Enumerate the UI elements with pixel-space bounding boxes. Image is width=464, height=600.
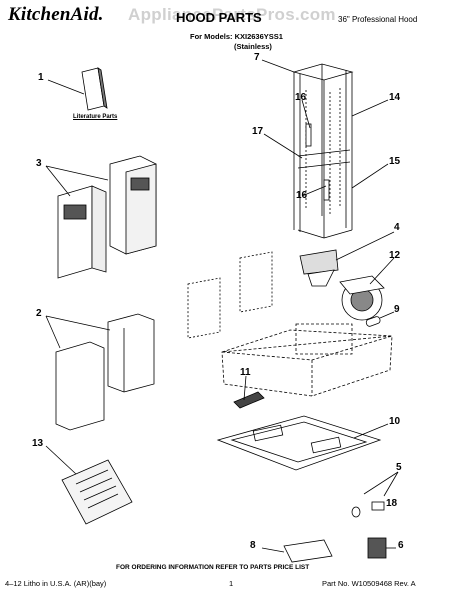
- callout-8: 8: [250, 540, 256, 551]
- hood-type: 36" Professional Hood: [338, 15, 418, 24]
- models-line2: (Stainless): [234, 42, 272, 51]
- callout-3: 3: [36, 158, 42, 169]
- part-grease-filter: [61, 459, 133, 525]
- callout-16-top: 16: [295, 92, 307, 103]
- part-charcoal-filter: [283, 539, 333, 563]
- callout-7: 7: [254, 52, 260, 63]
- page-title: HOOD PARTS: [176, 10, 262, 25]
- callout-13: 13: [32, 438, 44, 449]
- callout-14: 14: [389, 92, 401, 103]
- models-line1: For Models: KXI2636YSS1: [190, 32, 283, 41]
- part-light-socket: [351, 501, 385, 518]
- watermark: AppliancePartsPros.com: [128, 5, 336, 24]
- ordering-note: FOR ORDERING INFORMATION REFER TO PARTS …: [116, 564, 310, 571]
- part-hood-canopy: [221, 323, 393, 397]
- callout-12: 12: [389, 250, 401, 261]
- literature-parts-label: Literature Parts: [73, 114, 118, 120]
- callout-5: 5: [396, 462, 402, 473]
- page-number: 1: [229, 579, 234, 588]
- part-blower-motor: [339, 275, 385, 321]
- callout-4: 4: [394, 222, 400, 233]
- part-upper-duct-cover: [57, 155, 157, 279]
- part-number: Part No. W10509468 Rev. A: [322, 579, 416, 588]
- leader-lines: [45, 59, 399, 553]
- callout-10: 10: [389, 416, 401, 427]
- callout-1: 1: [38, 72, 44, 83]
- callout-9: 9: [394, 304, 400, 315]
- callout-11: 11: [240, 367, 251, 378]
- litho-info: 4–12 Litho in U.S.A. (AR)(bay): [5, 579, 107, 588]
- callout-16-bottom: 16: [296, 190, 308, 201]
- callout-17: 17: [252, 126, 264, 137]
- model-info: For Models: KXI2636YSS1 (Stainless): [190, 32, 283, 52]
- part-support-frame: [292, 63, 354, 239]
- brand-logo: KitchenAid.: [8, 4, 104, 25]
- part-blower-housing: [299, 249, 339, 287]
- part-light-cap: [367, 537, 387, 559]
- part-switch: [233, 391, 265, 409]
- part-lower-duct-cover: [55, 313, 155, 431]
- part-bottom-liner: [216, 415, 382, 471]
- callout-18: 18: [386, 498, 398, 509]
- callout-6: 6: [398, 540, 404, 551]
- part-mounting-brackets: [187, 251, 273, 339]
- callout-2: 2: [36, 308, 42, 319]
- part-literature: [81, 67, 108, 111]
- part-capacitor: [365, 316, 381, 327]
- callout-15: 15: [389, 156, 401, 167]
